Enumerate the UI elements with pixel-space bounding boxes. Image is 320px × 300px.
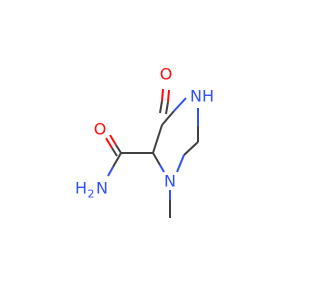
- bond-c4-c5: [152, 124, 163, 154]
- ring-nitrogen-methyl-label: N: [164, 172, 176, 191]
- bond-c5-n1-grey: [152, 152, 161, 166]
- bond-c2-n1-grey: [183, 141, 199, 156]
- ring-nh-hydrogen-label: H: [202, 87, 214, 106]
- bond-amide-cn-grey: [112, 152, 122, 168]
- bond-amide-cn-blue: [107, 166, 114, 177]
- bond-amide-co-red-a: [109, 134, 117, 146]
- bond-c4-n3-grey: [161, 110, 175, 126]
- nitrogen-bonds: [107, 97, 199, 200]
- amide-h-label: H: [75, 179, 87, 198]
- bond-amide-co-grey-a: [115, 144, 122, 154]
- bond-c5-n1-blue: [159, 164, 165, 173]
- ring-oxygen-label: O: [160, 65, 173, 84]
- bond-c4-n3-blue: [173, 97, 187, 112]
- oxygen-bonds: [105, 88, 170, 149]
- carbon-bonds: [111, 100, 199, 218]
- bond-c4-o-red-b: [167, 89, 170, 103]
- structure-diagram: O N H O N H 2 N: [75, 65, 214, 218]
- bond-c2-n1-blue: [176, 154, 185, 173]
- bond-c4-o-red-a: [161, 88, 164, 102]
- bond-c4-o-grey-b: [165, 101, 169, 115]
- bond-amide-co-grey-b: [111, 147, 118, 157]
- amide-subscript-2-label: 2: [88, 188, 95, 201]
- amide-oxygen-label: O: [94, 120, 107, 139]
- amide-n-label: N: [96, 179, 108, 198]
- bond-c4-o-grey-a: [159, 100, 163, 114]
- bond-amide-co-red-b: [105, 137, 113, 149]
- ring-nitrogen-nh-label: N: [190, 87, 202, 106]
- amide-nh2-label: H 2 N: [75, 179, 108, 201]
